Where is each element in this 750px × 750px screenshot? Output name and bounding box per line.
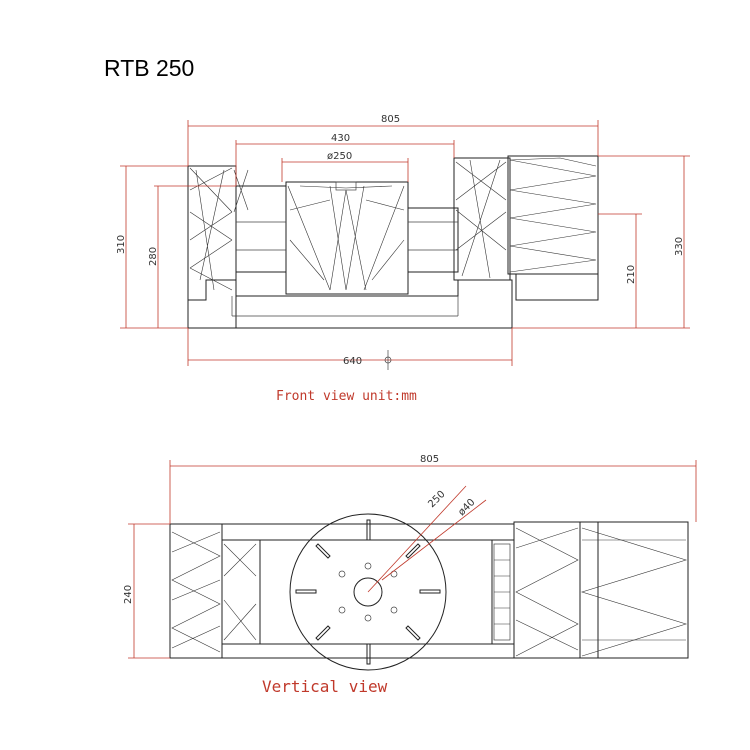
right-shaft: [407, 207, 459, 273]
left-motor-mesh: [171, 531, 257, 653]
left-bearing-outline: [221, 539, 261, 645]
right-motor-outline: [579, 521, 689, 659]
motor-mesh: [509, 157, 597, 273]
table-head: [285, 181, 409, 295]
dim-base-width: 640: [343, 356, 362, 367]
dim-vertical-depth: 240: [123, 585, 134, 604]
dim-table-diameter: ø250: [327, 151, 352, 162]
t-slot-top: [366, 519, 371, 541]
t-slot-right: [419, 589, 441, 594]
drawing-title: RTB 250: [104, 55, 195, 81]
dim-inner-width: 430: [331, 133, 350, 144]
table-head-mesh: [287, 181, 405, 291]
motor-base: [515, 273, 599, 301]
front-view-caption: Front view unit:mm: [276, 389, 417, 404]
body-outline: [259, 539, 493, 645]
dim-left-height: 310: [116, 235, 127, 254]
center-hole: [353, 577, 383, 607]
table-disc: [289, 513, 447, 671]
right-housing-outline: [513, 521, 599, 659]
left-housing: [187, 165, 237, 329]
dim-vertical-table-diameter: 250: [426, 489, 447, 510]
dim-right-inner-height: 210: [626, 265, 637, 284]
right-housing: [453, 157, 511, 281]
right-housing-mesh: [455, 159, 507, 279]
left-shaft: [235, 185, 287, 273]
base-plate: [188, 279, 513, 329]
leader-hole-diameter: [381, 499, 487, 581]
front-view: 805 430 ø250 310 280 640: [116, 114, 690, 404]
dim-vertical-hole-diameter: ø40: [456, 497, 477, 518]
base-inner: [231, 296, 459, 317]
t-slot-bottom: [366, 643, 371, 665]
vertical-view-caption: Vertical view: [262, 677, 388, 696]
dim-right-height: 330: [674, 237, 685, 256]
vertical-view: 250 ø40 805 240 Vertical view: [123, 454, 697, 696]
right-housing-mesh-v: [493, 527, 688, 657]
dim-left-inner-height: 280: [148, 247, 159, 266]
dim-overall-width: 805: [381, 114, 400, 125]
dim-vertical-overall-width: 805: [420, 454, 439, 465]
leader-table-diameter: [367, 485, 467, 593]
rotary-table: [289, 513, 447, 671]
t-slot-left: [295, 589, 317, 594]
front-dimensions: 805 430 ø250 310 280 640: [116, 114, 690, 370]
